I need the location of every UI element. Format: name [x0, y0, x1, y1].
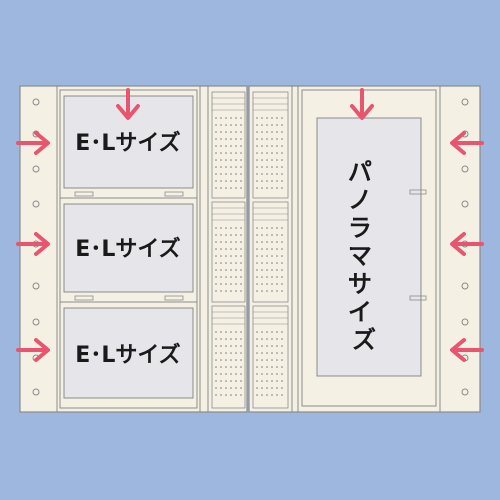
memo-column-right [252, 91, 289, 409]
right-arrow-icon [16, 338, 50, 362]
right-arrow-icon [16, 131, 50, 155]
left-arrow-icon [450, 232, 484, 256]
el-size-label-2: E･Lサイズ [75, 236, 180, 262]
insert-arrows [16, 88, 484, 362]
right-arrow-icon [16, 232, 50, 256]
down-arrow-icon [116, 88, 140, 120]
el-size-label-1: E･Lサイズ [75, 130, 180, 156]
right-refill-sheet: パ ノ ラ マ サ イ ズ [248, 85, 481, 413]
left-refill-sheet: E･Lサイズ E･Lサイズ E･Lサイズ [19, 85, 248, 413]
photo-pocket-el-3: E･Lサイズ [59, 301, 198, 409]
photo-pocket-panorama: パ ノ ラ マ サ イ ズ [301, 89, 437, 407]
down-arrow-icon [350, 88, 374, 120]
binder-holes-right [461, 98, 469, 396]
panorama-size-label: パ ノ ラ マ サ イ ズ [348, 158, 380, 354]
left-arrow-icon [450, 338, 484, 362]
left-arrow-icon [450, 131, 484, 155]
el-size-label-3: E･Lサイズ [75, 342, 180, 368]
memo-column-left [211, 91, 246, 409]
photo-pocket-el-2: E･Lサイズ [59, 197, 198, 303]
